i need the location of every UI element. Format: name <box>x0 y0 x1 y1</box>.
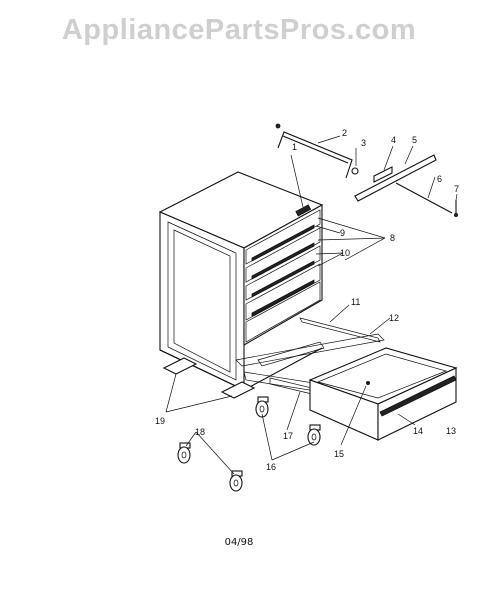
callout-14: 14 <box>413 426 423 436</box>
callout-19: 19 <box>155 416 165 426</box>
callout-1: 1 <box>292 142 297 152</box>
date-code: 04/98 <box>224 537 254 548</box>
callout-10: 10 <box>340 248 350 258</box>
callout-17: 17 <box>283 431 293 441</box>
callout-7: 7 <box>454 184 459 194</box>
tool-cabinet <box>158 171 324 391</box>
washer-icon <box>351 167 359 175</box>
callout-16: 16 <box>266 462 276 472</box>
callout-12: 12 <box>389 313 399 323</box>
mount-plate-left <box>162 357 198 375</box>
slide-rail-part <box>354 154 437 202</box>
leader-lines <box>165 135 458 475</box>
callout-18: 18 <box>195 427 205 437</box>
bracket-part <box>373 166 393 183</box>
callout-2: 2 <box>342 128 347 138</box>
caster-wheels <box>177 396 321 492</box>
handle-bar <box>275 123 353 179</box>
callout-6: 6 <box>437 174 442 184</box>
callout-9: 9 <box>340 228 345 238</box>
callout-labels: 1 2 3 4 5 6 7 8 9 10 11 12 13 14 15 16 1… <box>155 128 459 472</box>
callout-3: 3 <box>361 138 366 148</box>
mount-plate-right <box>220 381 256 399</box>
callout-11: 11 <box>351 297 360 307</box>
drawer-stack <box>245 209 321 321</box>
rod-part <box>395 182 453 214</box>
extended-drawer <box>235 317 458 441</box>
callout-8: 8 <box>390 233 395 243</box>
callout-5: 5 <box>412 135 417 145</box>
callout-15: 15 <box>334 449 344 459</box>
callout-4: 4 <box>391 135 396 145</box>
callout-13: 13 <box>446 426 456 436</box>
watermark-logo: AppliancePartsPros.com <box>61 14 417 46</box>
